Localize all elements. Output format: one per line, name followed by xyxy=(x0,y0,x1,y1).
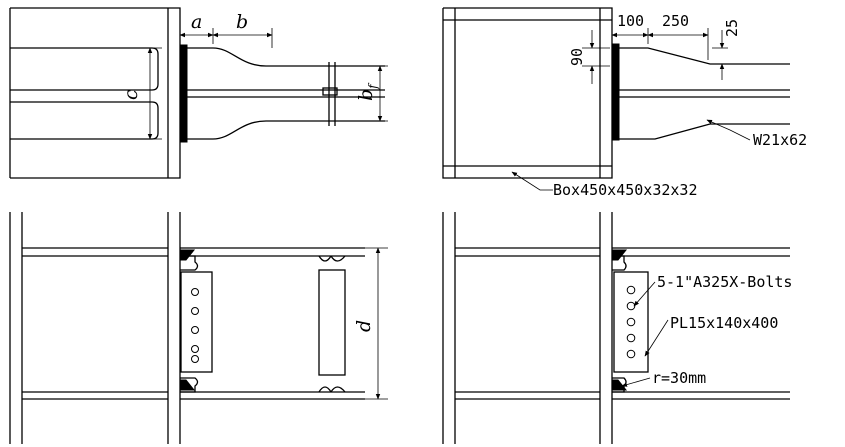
weld-access-hole-bottom xyxy=(180,377,199,393)
weld-access-hole-top xyxy=(612,255,627,271)
dimension-25: 25 xyxy=(712,19,741,80)
box-column xyxy=(442,7,613,179)
panel-rbs-plan: a b c bf xyxy=(9,7,388,179)
dimension-c: c xyxy=(120,47,162,140)
bolt-hole xyxy=(191,288,199,296)
dimension-100-250: 100 250 xyxy=(611,12,709,60)
dimension-d: d xyxy=(348,247,388,400)
bolt-hole xyxy=(626,317,636,327)
column-section-label: Box450x450x32x32 xyxy=(553,181,698,199)
dim-c-label: c xyxy=(120,89,142,100)
plate-callout: PL15x140x400 xyxy=(644,314,778,357)
weld-top xyxy=(179,249,196,261)
bolt-hole xyxy=(626,285,636,295)
bolt-hole xyxy=(191,345,199,353)
stiffener xyxy=(318,255,346,393)
reduced-beam-section xyxy=(187,47,385,140)
dimension-90: 90 xyxy=(568,30,610,84)
dim-90-label: 90 xyxy=(568,48,586,66)
dim-bf-label: bf xyxy=(355,82,380,101)
weld-bottom xyxy=(611,379,628,391)
dim-b-label: b xyxy=(236,11,248,33)
column-lines xyxy=(9,212,181,444)
bolts-label: 5-1"A325X-Bolts xyxy=(657,273,792,291)
end-plate xyxy=(611,43,620,141)
bolts-callout: 5-1"A325X-Bolts xyxy=(633,273,792,307)
dim-a-label: a xyxy=(191,11,202,33)
weld-bottom xyxy=(179,379,196,391)
beam-section-label: W21x62 xyxy=(753,131,807,149)
panel-shear-tab: 5-1"A325X-Bolts PL15x140x400 r=30mm xyxy=(442,212,792,444)
column-callout: Box450x450x32x32 xyxy=(511,171,698,199)
bolt-hole xyxy=(191,307,199,315)
plate-label: PL15x140x400 xyxy=(670,314,778,332)
end-plate xyxy=(179,44,188,143)
radius-callout: r=30mm xyxy=(621,369,706,387)
bolt-hole xyxy=(626,301,636,311)
column-section xyxy=(9,7,181,179)
radius-label: r=30mm xyxy=(652,369,706,387)
beam-flanges xyxy=(22,247,365,400)
shear-plate xyxy=(613,271,649,373)
bolt-holes xyxy=(626,285,636,359)
beam-callout: W21x62 xyxy=(706,119,807,149)
dimension-a: a b xyxy=(179,11,273,48)
weld-top xyxy=(611,249,628,261)
dim-25-label: 25 xyxy=(723,19,741,37)
beam-flanges xyxy=(455,247,790,400)
weld-access-hole-top xyxy=(180,255,199,271)
bolt-hole xyxy=(626,333,636,343)
bolt-hole xyxy=(626,349,636,359)
bolt-holes xyxy=(191,288,199,363)
dim-d-label: d xyxy=(353,320,375,332)
column-lines xyxy=(442,212,613,444)
beam-w21 xyxy=(619,47,790,140)
dim-250-label: 250 xyxy=(662,12,689,30)
panel-box-column: 100 250 25 90 W21x62 Box450x450x32x32 xyxy=(442,7,807,199)
bolt-hole xyxy=(191,355,199,363)
bolt-hole xyxy=(191,326,199,334)
shear-tab xyxy=(180,271,213,373)
dimension-bf: bf xyxy=(355,65,388,122)
dim-100-label: 100 xyxy=(617,12,644,30)
panel-beam-elevation: d xyxy=(9,212,388,444)
